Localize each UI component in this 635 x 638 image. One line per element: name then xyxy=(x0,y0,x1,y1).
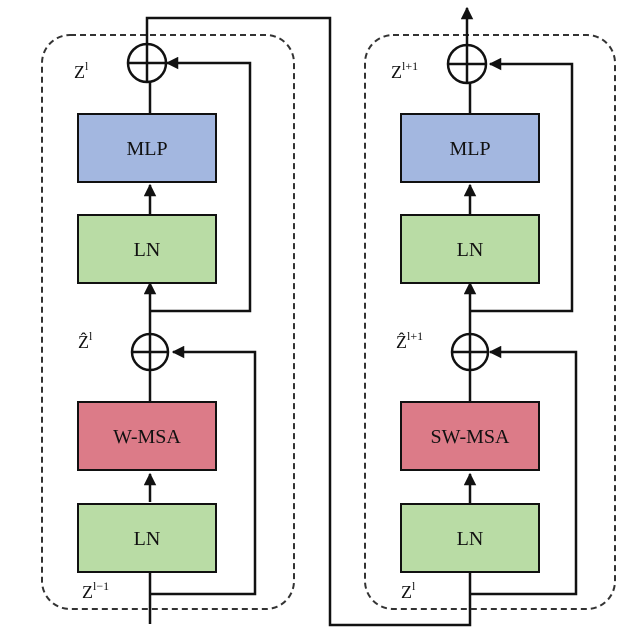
left-block: MLP LN W-MSA LN Zl Ẑl Zl−1 xyxy=(41,16,477,627)
right-ln-top-box xyxy=(400,214,540,284)
right-ln-bottom-box xyxy=(400,503,540,573)
left-mlp-label: MLP xyxy=(126,138,167,160)
right-sw-msa-block: SW-MSA xyxy=(400,401,540,471)
right-block: MLP LN SW-MSA LN Zl+1 Ẑl+1 Zl xyxy=(364,6,616,610)
left-z-hat-label: Ẑl xyxy=(78,329,93,352)
right-sw-msa-label: SW-MSA xyxy=(431,426,510,448)
right-mlp-box xyxy=(400,113,540,183)
left-mlp-block: MLP xyxy=(77,113,217,183)
left-top-add-icon xyxy=(126,42,168,84)
right-ln-bottom-label: LN xyxy=(457,528,484,550)
left-ln-top-box xyxy=(77,214,217,284)
right-z-in-label: Zl xyxy=(401,579,416,602)
left-w-msa-box xyxy=(77,401,217,471)
left-z-out-label: Zl xyxy=(74,59,89,82)
left-ln-top-label: LN xyxy=(134,239,161,261)
right-z-hat-label: Ẑl+1 xyxy=(396,329,423,352)
left-block-frame xyxy=(41,34,295,610)
right-ln-top-block: LN xyxy=(400,214,540,284)
left-ln-bottom-block: LN xyxy=(77,503,217,573)
right-z-out-label: Zl+1 xyxy=(391,59,418,82)
right-sw-msa-box xyxy=(400,401,540,471)
right-top-add-icon xyxy=(446,43,488,85)
left-ln-bottom-label: LN xyxy=(134,528,161,550)
left-w-msa-block: W-MSA xyxy=(77,401,217,471)
right-mlp-label: MLP xyxy=(449,138,490,160)
right-mlp-block: MLP xyxy=(400,113,540,183)
right-ln-top-label: LN xyxy=(457,239,484,261)
left-w-msa-label: W-MSA xyxy=(113,426,181,448)
right-bottom-add-icon xyxy=(450,332,490,372)
left-z-in-label: Zl−1 xyxy=(82,579,109,602)
right-wires xyxy=(460,6,578,596)
left-mlp-box xyxy=(77,113,217,183)
left-ln-bottom-box xyxy=(77,503,217,573)
right-ln-bottom-block: LN xyxy=(400,503,540,573)
left-ln-top-block: LN xyxy=(77,214,217,284)
left-bottom-add-icon xyxy=(130,332,170,372)
